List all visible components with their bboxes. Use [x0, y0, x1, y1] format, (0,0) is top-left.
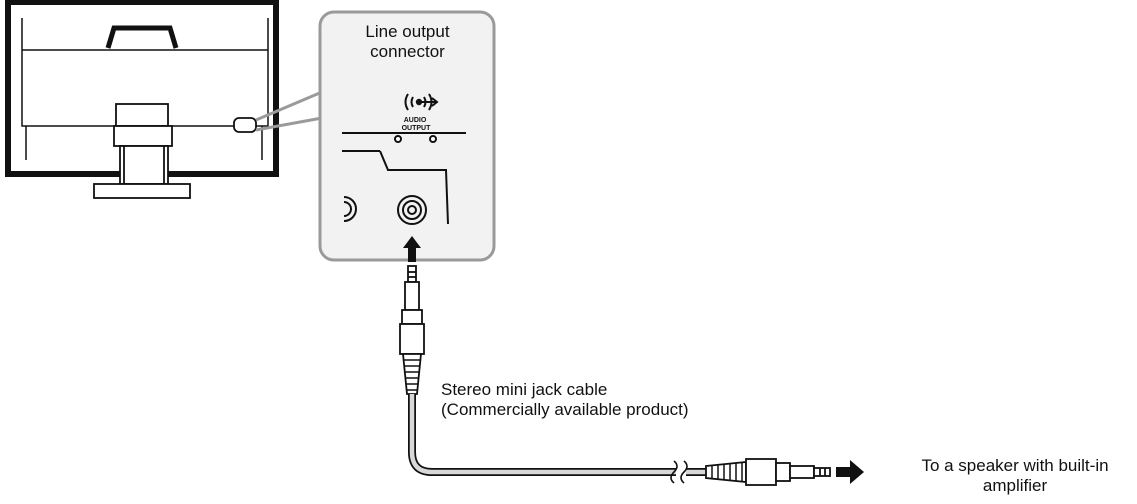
plug-bottom: [705, 458, 831, 486]
output-arrow-icon: [836, 460, 864, 484]
line-output-connector-label: Line output connector: [320, 22, 495, 62]
destination-label-line-1: To a speaker with built-in: [921, 456, 1109, 475]
cable-break-mark: [670, 460, 688, 484]
cable-label: Stereo mini jack cable (Commercially ava…: [441, 380, 689, 420]
port-location-marker: [233, 117, 257, 133]
adjacent-jack: [343, 196, 357, 222]
plug-top: [399, 265, 425, 395]
callout-title-line-2: connector: [370, 42, 445, 61]
audio-output-icon: [404, 93, 439, 111]
connector-callout-box: AUDIO OUTPUT: [318, 10, 496, 262]
line-output-jack: [397, 195, 427, 225]
callout-title-line-1: Line output: [365, 22, 450, 41]
monitor-rear-view: [5, 0, 279, 199]
rear-panel-edge: [342, 132, 466, 225]
monitor-stand: [93, 103, 191, 199]
stereo-mini-jack-cable: [399, 265, 864, 486]
cable-label-line-2: (Commercially available product): [441, 400, 689, 419]
callout-leader: [255, 90, 323, 132]
cable-label-line-1: Stereo mini jack cable: [441, 380, 608, 399]
destination-label-line-2: amplifier: [982, 476, 1048, 495]
insert-arrow-icon: [403, 236, 421, 262]
port-icon-label: AUDIO OUTPUT: [402, 117, 432, 132]
monitor-handle: [105, 25, 179, 49]
speaker-destination-label: To a speaker with built-in amplifier: [893, 456, 1137, 496]
